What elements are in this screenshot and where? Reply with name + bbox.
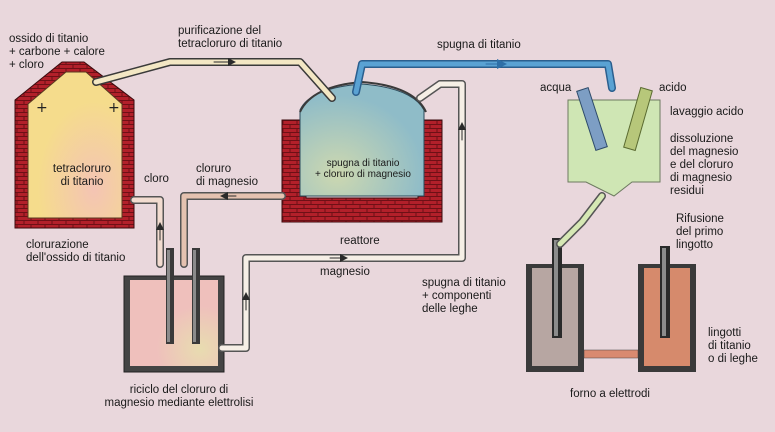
dissolution-label: dissoluzione del magnesio e del cloruro … [670, 133, 739, 197]
svg-text:+: + [108, 100, 120, 116]
acid-wash-label: lavaggio acido [670, 106, 744, 118]
tetrachloride-label: tetracloruro di titanio [52, 163, 112, 188]
furnace-label: forno a elettrodi [570, 388, 650, 400]
ingots-label: lingotti di titanio o di leghe [708, 327, 758, 365]
water-label: acqua [540, 82, 572, 94]
reactor [281, 80, 443, 223]
sponge-alloy-label: spugna di titanio + componenti delle leg… [422, 277, 506, 315]
reactor-label: reattore [340, 235, 380, 247]
chlorine-label: cloro [144, 173, 169, 185]
acid-washer [567, 86, 661, 197]
electrode-furnace [526, 238, 696, 372]
svg-text:+: + [36, 100, 48, 116]
reactor-content-label: spugna di titanio + cloruro di magnesio [315, 158, 411, 180]
electrolysis-label: riciclo del cloruro di magnesio mediante… [104, 384, 254, 409]
pipes [92, 58, 616, 352]
inputs-label: ossido di titanio + carbone + calore + c… [9, 33, 105, 71]
chlorinator: + + [14, 61, 135, 229]
electrolysis-cell [123, 248, 225, 373]
purification-label: purificazione del tetracloruro di titani… [178, 25, 283, 50]
magnesium-label: magnesio [320, 266, 370, 278]
acid-label: acido [659, 82, 687, 94]
chlorination-label: clorurazione dell'ossido di titanio [26, 239, 126, 264]
mg-chloride-label: cloruro di magnesio [196, 163, 259, 188]
sponge-flow-label: spugna di titanio [437, 39, 521, 51]
remelt-label: Rifusione del primo lingotto [676, 213, 724, 251]
